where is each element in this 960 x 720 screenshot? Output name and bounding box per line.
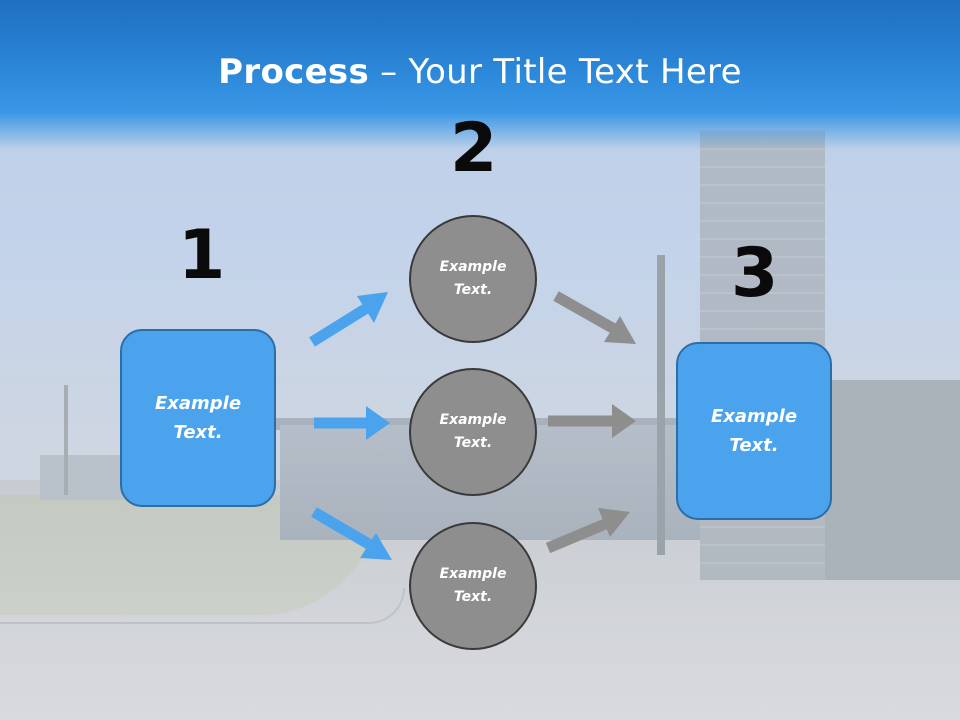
circle-bottom-line2: Text.: [453, 589, 493, 605]
slide-title: Process – Your Title Text Here: [0, 52, 960, 92]
circle-top-line2: Text.: [453, 282, 493, 298]
step-number-1: 1: [178, 216, 226, 295]
step-circle-middle: Example Text.: [409, 368, 537, 496]
circle-top-text: Example Text.: [428, 256, 518, 302]
circle-bottom-text: Example Text.: [428, 563, 518, 609]
background-pole: [657, 255, 665, 555]
background-curb: [0, 588, 405, 624]
step-box-left: Example Text.: [120, 329, 276, 507]
circle-middle-text: Example Text.: [428, 409, 518, 455]
box-right-text: Example Text.: [694, 402, 814, 460]
arrow-gray-down: [553, 291, 636, 344]
step-number-2: 2: [450, 109, 498, 188]
background-pole-left: [64, 385, 68, 495]
box-right-line1: Example: [710, 406, 798, 427]
box-left-text: Example Text.: [138, 389, 258, 447]
circle-bottom-line1: Example: [439, 566, 507, 582]
box-left-line2: Text.: [173, 422, 223, 443]
circle-middle-line2: Text.: [453, 435, 493, 451]
step-circle-top: Example Text.: [409, 215, 537, 343]
title-rest: – Your Title Text Here: [369, 52, 742, 92]
step-circle-bottom: Example Text.: [409, 522, 537, 650]
box-left-line1: Example: [154, 393, 242, 414]
circle-top-line1: Example: [439, 259, 507, 275]
title-band: [0, 0, 960, 150]
background-wall: [825, 380, 960, 580]
title-bold: Process: [218, 52, 370, 92]
arrow-blue-up: [309, 292, 388, 347]
box-right-line2: Text.: [729, 435, 779, 456]
step-box-right: Example Text.: [676, 342, 832, 520]
circle-middle-line1: Example: [439, 412, 507, 428]
step-number-3: 3: [731, 234, 779, 313]
